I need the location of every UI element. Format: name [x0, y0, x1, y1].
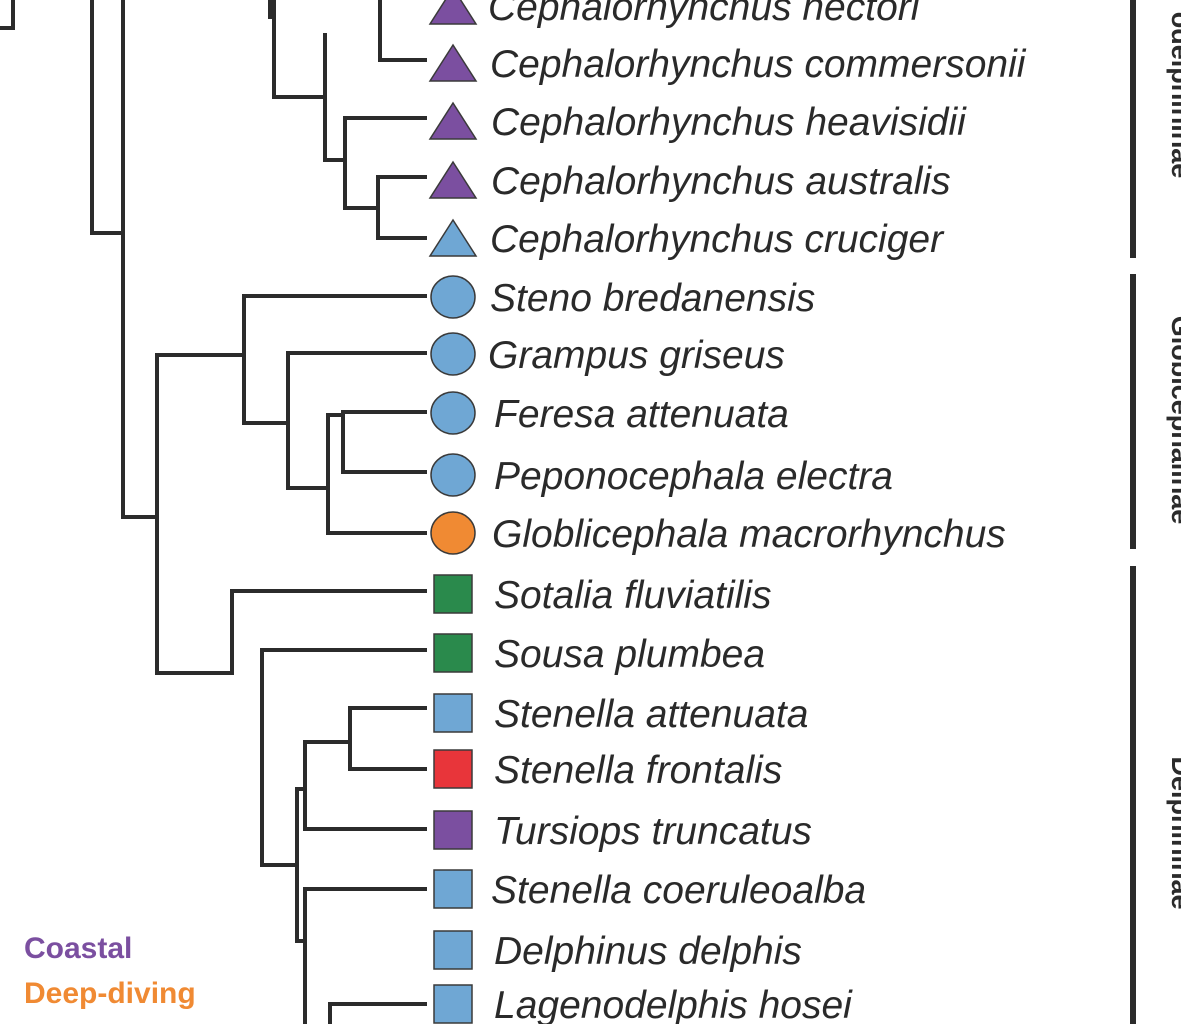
species-label: Sousa plumbea	[494, 633, 765, 676]
tree-branch	[303, 740, 427, 831]
triangle-marker	[428, 218, 478, 257]
species-label: Cephalorhynchus cruciger	[490, 218, 945, 261]
tree-branch	[323, 33, 347, 162]
legend-deep-diving: Deep-diving	[24, 977, 196, 1010]
triangle-marker	[428, 101, 478, 140]
tree-branches	[0, 0, 427, 1024]
square-marker	[433, 869, 473, 909]
triangle-marker	[428, 43, 478, 82]
square-marker	[433, 984, 473, 1024]
species-label: Delphinus delphis	[494, 930, 802, 973]
tip-markers	[428, 0, 478, 1024]
square-marker	[433, 574, 473, 614]
tree-branch	[295, 787, 307, 943]
species-label: Stenella frontalis	[494, 749, 782, 792]
tree-branch	[155, 353, 234, 675]
tree-branch	[343, 116, 380, 210]
species-label: Lagenodelphis hosei	[494, 984, 853, 1024]
square-marker	[433, 693, 473, 733]
tree-branch	[341, 410, 427, 474]
species-label: Feresa attenuata	[494, 393, 789, 436]
circle-marker	[430, 275, 476, 319]
tree-branch	[348, 706, 427, 771]
species-label: Tursiops truncatus	[494, 810, 812, 853]
tree-branch	[242, 294, 290, 425]
clade-label: Globicephalinae	[1166, 316, 1181, 525]
square-marker	[433, 633, 473, 673]
species-label: Peponocephala electra	[494, 455, 893, 498]
circle-marker	[430, 332, 476, 376]
legend-coastal: Coastal	[24, 932, 133, 965]
species-label: Steno bredanensis	[490, 277, 815, 320]
tree-branch	[326, 413, 427, 535]
clade-label: Delphininae	[1166, 756, 1181, 909]
circle-marker	[430, 453, 476, 497]
tree-branch	[378, 0, 427, 62]
species-label: Stenella coeruleoalba	[491, 869, 866, 912]
circle-marker	[430, 391, 476, 435]
square-marker	[433, 810, 473, 850]
circle-marker	[430, 511, 476, 555]
tree-branch	[376, 175, 427, 240]
species-label: Grampus griseus	[488, 334, 785, 377]
tree-branch	[286, 351, 330, 490]
species-label: Globlicephala macrorhynchus	[492, 513, 1006, 556]
species-label: Cephalorhynchus hectori	[488, 0, 921, 29]
tree-branch	[272, 0, 327, 99]
tree-branch	[260, 648, 299, 867]
species-label: Stenella attenuata	[494, 693, 808, 736]
tree-branch	[121, 0, 159, 519]
square-marker	[433, 749, 473, 789]
square-marker	[433, 930, 473, 970]
tree-branch	[90, 0, 125, 235]
species-label: Cephalorhynchus commersonii	[490, 43, 1027, 86]
species-label: Sotalia fluviatilis	[494, 574, 771, 617]
triangle-marker	[428, 160, 478, 199]
triangle-marker	[428, 0, 478, 25]
species-label: Cephalorhynchus heavisidii	[491, 101, 967, 144]
species-label: Cephalorhynchus australis	[491, 160, 951, 203]
clade-label: odelphininae	[1166, 12, 1181, 179]
